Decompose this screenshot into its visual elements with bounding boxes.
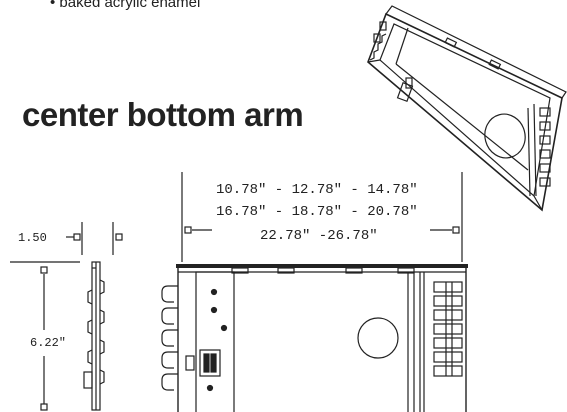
- front-view: [161, 264, 468, 412]
- length-dimension-line-1: 10.78" - 12.78" - 14.78": [216, 182, 418, 198]
- finish-spec-bullet: • baked acrylic enamel: [50, 0, 201, 11]
- length-dimension: [181, 172, 463, 262]
- length-dimension-line-3: 22.78" -26.78": [260, 228, 378, 244]
- width-dimension-label: 1.50: [18, 231, 47, 245]
- height-dimension-label: 6.22": [30, 336, 67, 350]
- isometric-view: [367, 5, 567, 212]
- product-heading: center bottom arm: [22, 96, 304, 133]
- length-dimension-line-2: 16.78" - 18.78" - 20.78": [216, 204, 418, 220]
- side-view: [10, 222, 123, 411]
